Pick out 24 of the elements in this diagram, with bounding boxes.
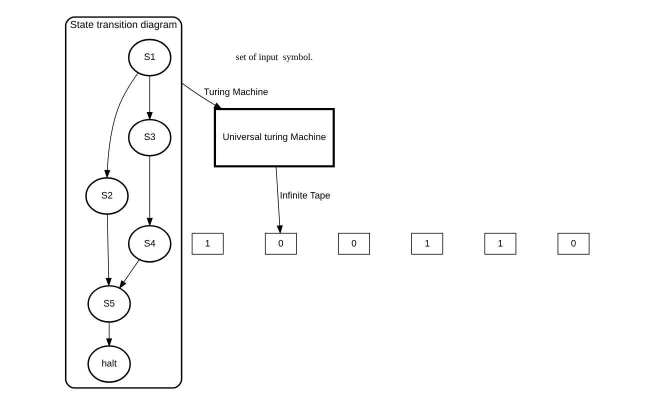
- node-ellipse: S4: [128, 224, 172, 263]
- node-ellipse: S5: [87, 285, 131, 323]
- arrow: [146, 156, 153, 227]
- arrow: [106, 322, 112, 348]
- node-box: 0: [338, 232, 370, 255]
- node-box: 1: [411, 232, 444, 255]
- arrow: [104, 72, 138, 179]
- node-box: 0: [264, 232, 297, 255]
- node-box: 1: [192, 232, 224, 255]
- arrow: [276, 166, 283, 234]
- node-ellipse: S1: [128, 38, 172, 76]
- node-box: 1: [484, 232, 516, 255]
- arrow: [146, 75, 153, 121]
- node-box: Universal turing Machine: [214, 108, 335, 168]
- node-ellipse: halt: [87, 345, 131, 383]
- edge-label: Infinite Tape: [280, 189, 330, 200]
- arrow: [118, 259, 140, 290]
- arrow: [181, 82, 223, 110]
- node-box: 0: [558, 232, 590, 255]
- label: set of input symbol.: [236, 53, 313, 64]
- node-ellipse: S3: [128, 118, 172, 156]
- edge-label: Turing Machine: [204, 86, 268, 97]
- arrow: [106, 214, 112, 287]
- node-ellipse: S2: [85, 177, 129, 215]
